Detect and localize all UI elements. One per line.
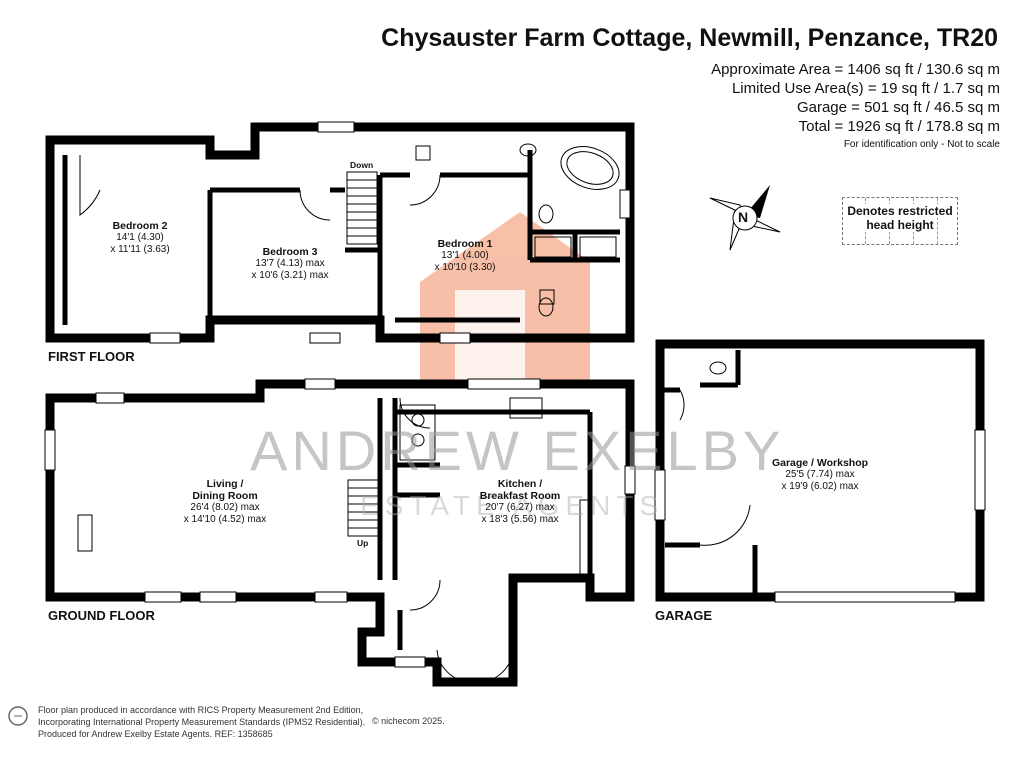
first-floor-walls xyxy=(45,122,635,343)
ground-floor-stairs xyxy=(347,479,379,537)
room-dimension: x 18'3 (5.56) max xyxy=(481,514,559,525)
stairs-up-label: Up xyxy=(357,538,369,548)
garage-floor-label: GARAGE xyxy=(655,608,713,623)
room-dimension: 13'7 (4.13) max xyxy=(255,258,325,269)
room-dimension: x 19'9 (6.02) max xyxy=(781,481,859,492)
room-name: Bedroom 1 xyxy=(437,238,493,250)
room-dimension: x 11'11 (3.63) xyxy=(110,244,170,255)
room-living-dining: Living / Dining Room 26'4 (8.02) max x 1… xyxy=(170,478,280,526)
room-name: Bedroom 2 xyxy=(112,220,168,232)
footer-notes: Floor plan produced in accordance with R… xyxy=(38,704,365,740)
footer-copyright: © nichecom 2025. xyxy=(372,716,445,726)
first-floor-label: FIRST FLOOR xyxy=(48,349,135,364)
room-dimension: 13'1 (4.00) xyxy=(441,250,489,261)
room-dimension: 25'5 (7.74) max xyxy=(785,469,855,480)
room-name: Breakfast Room xyxy=(479,490,561,502)
stairs-down-label: Down xyxy=(350,160,374,170)
room-dimension: 20'7 (6.27) max xyxy=(485,502,555,513)
scale-note: For identification only - Not to scale xyxy=(843,139,1000,150)
page-title: Chysauster Farm Cottage, Newmill, Penzan… xyxy=(381,24,998,52)
footer-line: Incorporating International Property Mea… xyxy=(38,717,366,727)
watermark-subtext: ESTATE AGENTS xyxy=(360,490,665,521)
nichecom-logo xyxy=(8,706,28,726)
legend-line-2: head height xyxy=(864,218,936,232)
room-bedroom-1: Bedroom 1 13'1 (4.00) x 10'10 (3.30) xyxy=(420,238,510,274)
area-total: Total = 1926 sq ft / 178.8 sq m xyxy=(798,118,1000,135)
compass-north-icon xyxy=(709,185,781,251)
area-garage: Garage = 501 sq ft / 46.5 sq m xyxy=(796,99,1000,116)
room-kitchen-breakfast: Kitchen / Breakfast Room 20'7 (6.27) max… xyxy=(465,478,575,526)
room-dimension: 14'1 (4.30) xyxy=(116,232,164,243)
room-dimension: x 10'10 (3.30) xyxy=(434,262,496,273)
footer-line: Floor plan produced in accordance with R… xyxy=(38,705,364,715)
room-name: Dining Room xyxy=(192,490,258,502)
first-floor-stairs xyxy=(346,171,378,245)
watermark-text: ANDREW EXELBY xyxy=(250,419,785,482)
room-name: Living / xyxy=(206,478,244,490)
room-bedroom-3: Bedroom 3 13'7 (4.13) max x 10'6 (3.21) … xyxy=(240,246,340,282)
area-summary: Approximate Area = 1406 sq ft / 130.6 sq… xyxy=(711,60,1000,154)
room-name: Bedroom 3 xyxy=(262,246,318,258)
room-dimension: x 14'10 (4.52) max xyxy=(183,514,267,525)
room-name: Garage / Workshop xyxy=(771,457,869,469)
room-garage-workshop: Garage / Workshop 25'5 (7.74) max x 19'9… xyxy=(760,457,880,493)
footer-line: Produced for Andrew Exelby Estate Agents… xyxy=(38,729,273,739)
legend-line-1: Denotes restricted xyxy=(845,204,955,218)
room-bedroom-2: Bedroom 2 14'1 (4.30) x 11'11 (3.63) xyxy=(95,220,185,256)
room-name: Kitchen / xyxy=(497,478,543,490)
restricted-height-legend: Denotes restricted head height xyxy=(842,197,958,245)
room-dimension: 26'4 (8.02) max xyxy=(190,502,260,513)
area-approximate: Approximate Area = 1406 sq ft / 130.6 sq… xyxy=(711,61,1000,78)
area-limited-use: Limited Use Area(s) = 19 sq ft / 1.7 sq … xyxy=(731,80,1000,97)
ground-floor-label: GROUND FLOOR xyxy=(48,608,155,623)
room-dimension: x 10'6 (3.21) max xyxy=(251,270,329,281)
compass-letter: N xyxy=(738,209,749,225)
